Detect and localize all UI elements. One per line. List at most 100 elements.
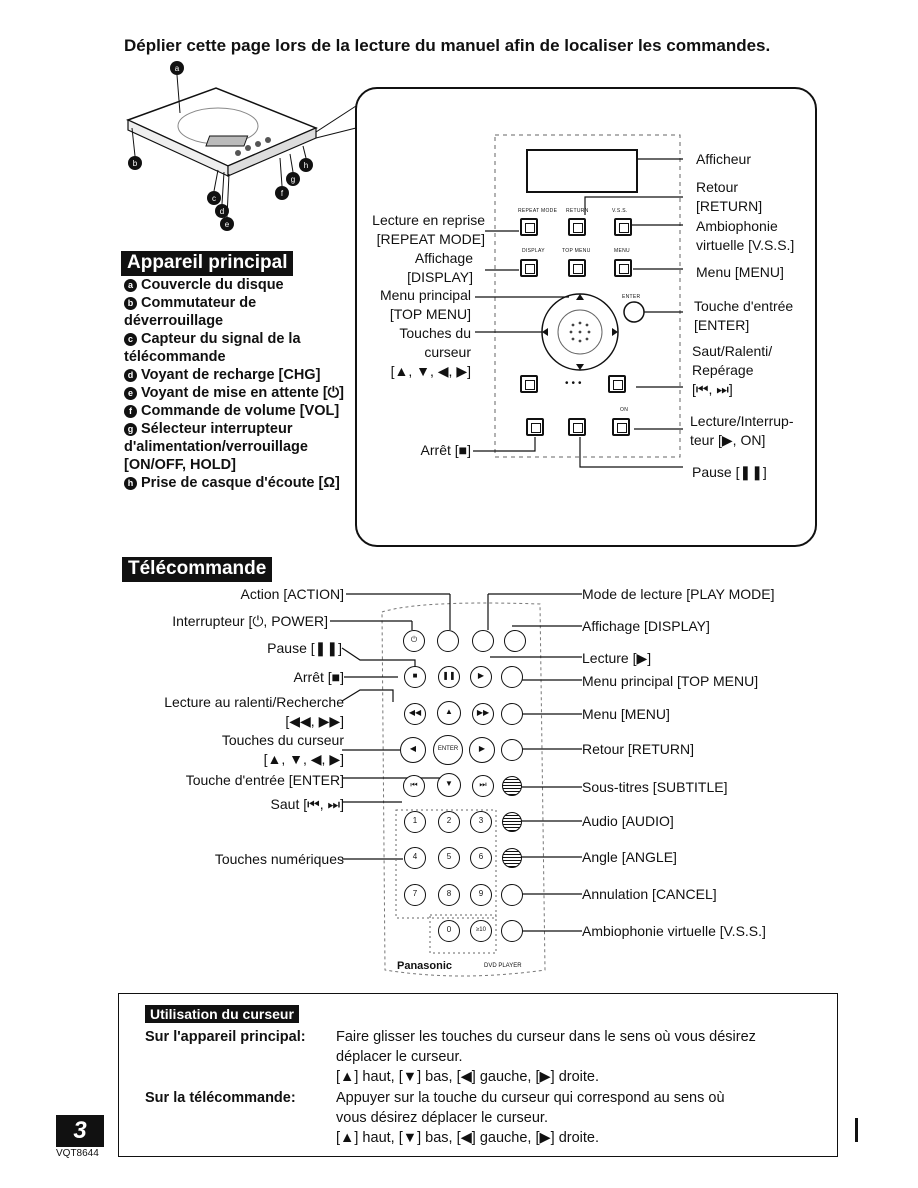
remote-model: DVD PLAYER bbox=[484, 963, 522, 969]
stop-button[interactable] bbox=[526, 418, 544, 436]
remote-digit-button[interactable]: ≥10 bbox=[470, 920, 492, 942]
usage-main-text: Faire glisser les touches du curseur dan… bbox=[336, 1029, 756, 1085]
remote-menu-button[interactable] bbox=[501, 703, 523, 725]
remote-digit-button[interactable]: 3 bbox=[470, 811, 492, 833]
play-button[interactable] bbox=[612, 418, 630, 436]
dots-indicator: ••• bbox=[565, 378, 585, 389]
label-remote-slow: Lecture au ralenti/Recherche[◀◀, ▶▶] bbox=[164, 694, 344, 729]
display-button[interactable] bbox=[520, 259, 538, 277]
remote-audio-button[interactable] bbox=[502, 812, 522, 832]
remote-banner: Télécommande bbox=[122, 557, 273, 582]
remote-action-button[interactable] bbox=[437, 630, 459, 652]
remote-left-button[interactable]: ◀ bbox=[400, 737, 426, 763]
svg-text:c: c bbox=[212, 194, 216, 203]
tiny-enter: ENTER bbox=[622, 294, 641, 300]
label-remote-menu: Menu [MENU] bbox=[582, 706, 670, 722]
remote-pause-button[interactable]: ❚❚ bbox=[438, 666, 460, 688]
label-remote-cursor: Touches du curseur[▲, ▼, ◀, ▶] bbox=[221, 732, 344, 767]
tiny-top-menu: TOP MENU bbox=[562, 248, 591, 254]
tiny-return: RETURN bbox=[566, 208, 589, 214]
return-button[interactable] bbox=[568, 218, 586, 236]
label-remote-enter: Touche d'entrée [ENTER] bbox=[185, 772, 344, 788]
remote-digit-button[interactable]: 8 bbox=[438, 884, 460, 906]
legend-bullet: e bbox=[124, 387, 137, 400]
remote-digit-button[interactable]: 6 bbox=[470, 847, 492, 869]
legend-bullet: c bbox=[124, 333, 137, 346]
legend-bullet: g bbox=[124, 423, 137, 436]
skip-forward-button[interactable] bbox=[608, 375, 626, 393]
remote-digit-button[interactable]: 9 bbox=[470, 884, 492, 906]
remote-skip-forward-button[interactable]: ⏭ bbox=[472, 775, 494, 797]
tiny-vss: V.S.S. bbox=[612, 208, 628, 214]
label-remote-skip: Saut [⏮, ⏭] bbox=[270, 796, 344, 812]
remote-enter-button[interactable]: ENTER bbox=[433, 735, 463, 765]
label-skip: Saut/Ralenti/Repérage[⏮, ⏭] bbox=[692, 343, 773, 397]
svg-text:e: e bbox=[225, 220, 230, 229]
skip-back-button[interactable] bbox=[520, 375, 538, 393]
remote-slow-forward-button[interactable]: ▶▶ bbox=[472, 703, 494, 725]
remote-up-button[interactable]: ▲ bbox=[437, 701, 461, 725]
label-remote-top-menu: Menu principal [TOP MENU] bbox=[582, 673, 759, 689]
control-panel-callout bbox=[355, 87, 817, 547]
remote-display-button[interactable] bbox=[504, 630, 526, 652]
label-remote-play: Lecture [▶] bbox=[582, 650, 652, 666]
remote-subtitle-button[interactable] bbox=[502, 776, 522, 796]
usage-remote-text: Appuyer sur la touche du curseur qui cor… bbox=[336, 1090, 725, 1146]
pause-button[interactable] bbox=[568, 418, 586, 436]
label-repeat: Lecture en reprise[REPEAT MODE] bbox=[372, 212, 485, 247]
main-unit-illustration: abc def gh bbox=[126, 61, 357, 231]
remote-digit-button[interactable]: 0 bbox=[438, 920, 460, 942]
svg-text:a: a bbox=[175, 64, 180, 73]
remote-slow-back-button[interactable]: ◀◀ bbox=[404, 703, 426, 725]
document-code: VQT8644 bbox=[56, 1148, 99, 1159]
label-return: Retour[RETURN] bbox=[696, 179, 763, 214]
label-remote-stop: Arrêt [■] bbox=[293, 669, 344, 685]
remote-play-mode-button[interactable] bbox=[472, 630, 494, 652]
remote-digit-button[interactable]: 1 bbox=[404, 811, 426, 833]
main-unit-banner: Appareil principal bbox=[121, 251, 294, 276]
vss-button[interactable] bbox=[614, 218, 632, 236]
tiny-on: ON bbox=[620, 407, 629, 413]
panel-diagram bbox=[473, 134, 683, 468]
svg-text:h: h bbox=[304, 161, 308, 170]
remote-down-button[interactable]: ▼ bbox=[437, 773, 461, 797]
remote-digit-button[interactable]: 4 bbox=[404, 847, 426, 869]
remote-play-button[interactable]: ▶ bbox=[470, 666, 492, 688]
remote-brand-logo: Panasonic bbox=[397, 960, 453, 972]
remote-return-button[interactable] bbox=[501, 739, 523, 761]
label-remote-action: Action [ACTION] bbox=[240, 586, 344, 602]
remote-skip-back-button[interactable]: ⏮ bbox=[403, 775, 425, 797]
remote-digit-button[interactable]: 7 bbox=[404, 884, 426, 906]
remote-diagram bbox=[330, 593, 582, 977]
repeat-mode-button[interactable] bbox=[520, 218, 538, 236]
remote-digit-button[interactable]: 2 bbox=[438, 811, 460, 833]
label-menu: Menu [MENU] bbox=[696, 264, 784, 280]
remote-angle-button[interactable] bbox=[502, 848, 522, 868]
top-menu-button[interactable] bbox=[568, 259, 586, 277]
label-play: Lecture/Interrup-teur [▶, ON] bbox=[690, 413, 794, 448]
label-display: Affichage[DISPLAY] bbox=[407, 250, 473, 285]
remote-stop-button[interactable]: ■ bbox=[404, 666, 426, 688]
remote-top-menu-button[interactable] bbox=[501, 666, 523, 688]
remote-vss-button[interactable] bbox=[501, 920, 523, 942]
legend-bullet: b bbox=[124, 297, 137, 310]
remote-cancel-button[interactable] bbox=[501, 884, 523, 906]
remote-power-button[interactable]: ⏻ bbox=[403, 630, 425, 652]
cursor-usage-box bbox=[118, 993, 838, 1157]
remote-digit-button[interactable]: 5 bbox=[438, 847, 460, 869]
label-remote-vss: Ambiophonie virtuelle [V.S.S.] bbox=[582, 923, 766, 939]
page-number: 3 bbox=[56, 1115, 104, 1147]
legend-bullet: d bbox=[124, 369, 137, 382]
menu-button[interactable] bbox=[614, 259, 632, 277]
label-pause: Pause [❚❚] bbox=[692, 464, 767, 480]
remote-right-button[interactable]: ▶ bbox=[469, 737, 495, 763]
